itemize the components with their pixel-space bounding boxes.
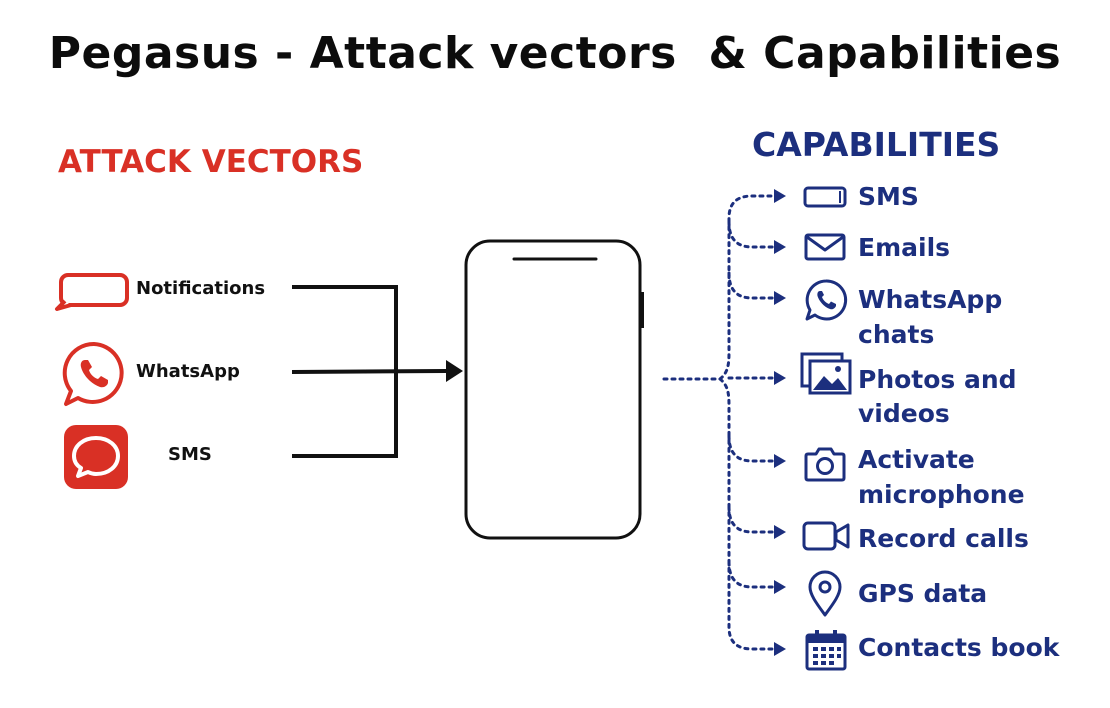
camera-icon <box>804 447 846 482</box>
capability-sms-label: SMS <box>858 182 919 211</box>
notification-icon <box>55 273 129 311</box>
capabilities-heading: CAPABILITIES <box>752 125 1001 164</box>
whatsapp-icon <box>62 341 124 406</box>
capability-record-calls-label: Record calls <box>858 524 1029 553</box>
photos-icon <box>800 352 852 395</box>
attack-connectors <box>291 285 447 458</box>
phone-device <box>464 239 644 540</box>
attack-vector-whatsapp-label: WhatsApp <box>136 361 240 382</box>
capability-gps-label: GPS data <box>858 579 988 608</box>
location-pin-icon <box>808 570 842 617</box>
video-camera-icon <box>802 521 850 551</box>
capability-whatsapp-label-line1: WhatsApp <box>858 285 1003 314</box>
attack-vector-notifications-label: Notifications <box>136 278 266 299</box>
sms-icon <box>64 425 128 489</box>
capability-photos-label-line1: Photos and <box>858 365 1017 394</box>
capability-photos-label-line2: videos <box>858 399 950 428</box>
capability-contacts-label: Contacts book <box>858 633 1060 662</box>
whatsapp-icon <box>805 279 848 321</box>
capability-whatsapp-label-line2: chats <box>858 320 935 349</box>
capability-connectors <box>662 194 776 651</box>
capability-microphone-label-line2: microphone <box>858 480 1025 509</box>
page-title: Pegasus - Attack vectors & Capabilities <box>48 28 1062 79</box>
capability-arrowheads <box>774 189 786 656</box>
email-icon <box>804 233 846 261</box>
attack-vector-sms-label: SMS <box>168 444 212 465</box>
attack-vectors-heading: ATTACK VECTORS <box>58 144 364 180</box>
arrow-head <box>446 360 463 382</box>
calendar-icon <box>805 630 847 671</box>
capability-microphone-label-line1: Activate <box>858 445 975 474</box>
capability-emails-label: Emails <box>858 233 951 262</box>
sms-icon <box>803 186 847 208</box>
